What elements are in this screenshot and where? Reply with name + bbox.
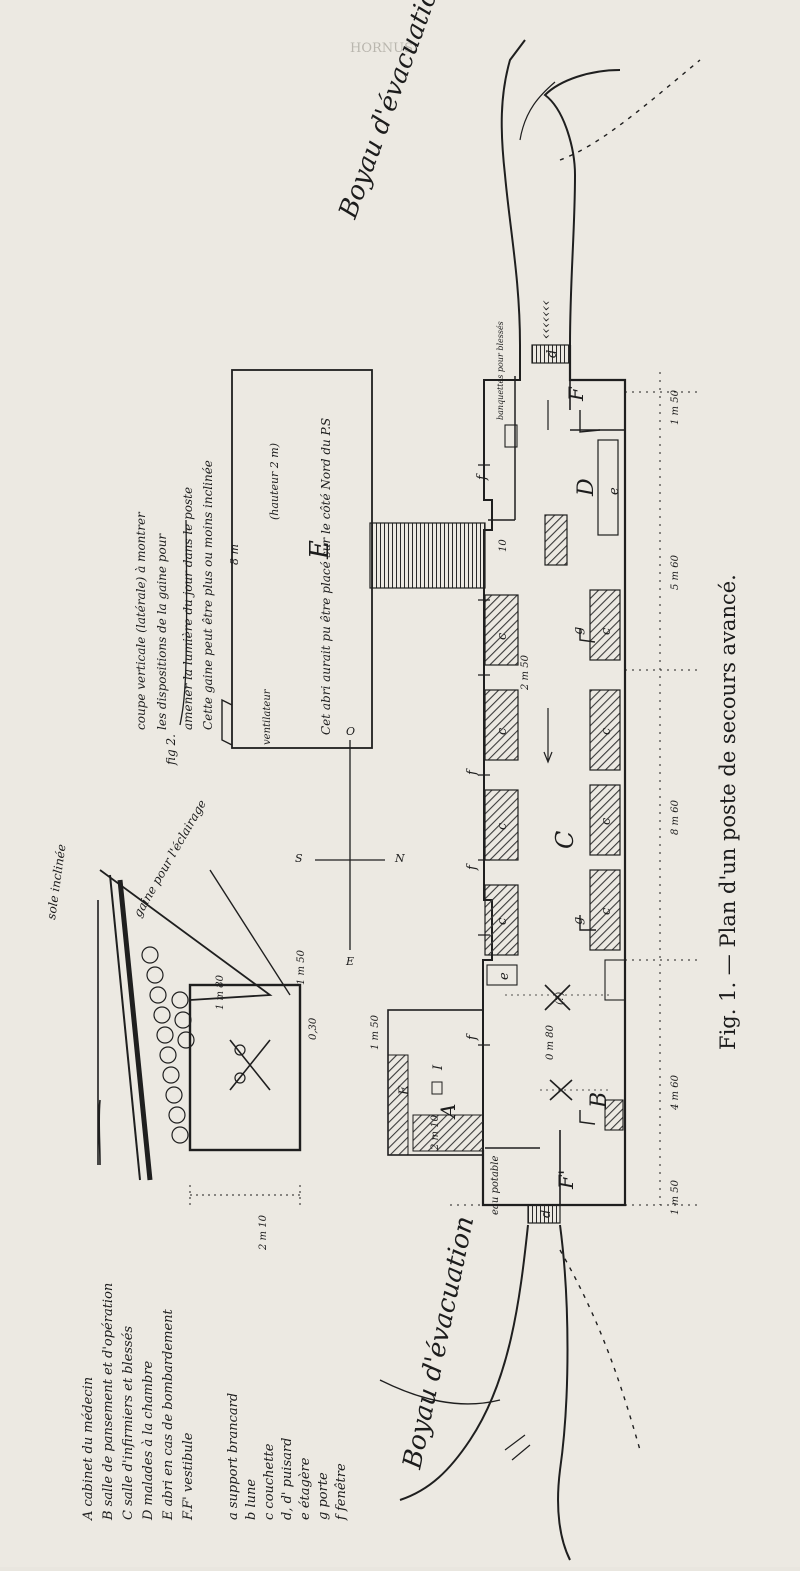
- legend-furniture-a: a support brancard: [226, 1393, 241, 1520]
- abri-note-line: Cet abri aurait pu être placé sur le côt…: [319, 418, 333, 735]
- boyau-bottom-label: Boyau d'évacuation: [397, 1214, 480, 1473]
- compass-O: O: [346, 725, 355, 738]
- legend-furniture-d: d, d' puisard: [280, 1438, 295, 1520]
- abri-height: (hauteur 2 m): [268, 443, 281, 520]
- note-bancs: banquettes pour blessés: [496, 321, 505, 420]
- legend-room-D: D malades à la chambre: [141, 1360, 156, 1521]
- fig2-line-3: amener la lumière du jour dans le poste: [181, 487, 195, 730]
- section-figure: gaine pour l'éclairage sole inclinée: [44, 797, 302, 1205]
- fig2-line-4: Cette gaine peut être plus ou moins incl…: [201, 460, 215, 730]
- floor-plan: ›››››››: [369, 300, 700, 1224]
- furniture-c-4: c: [495, 917, 510, 925]
- dim-12: 1 m 50: [670, 389, 681, 425]
- compass-S: S: [295, 852, 303, 865]
- legend-furniture: a support brancard b lune c couchette d,…: [226, 1393, 349, 1521]
- fig2-label: fig 2.: [164, 734, 178, 766]
- legend-furniture-b: b lune: [244, 1479, 259, 1520]
- legend: A cabinet du médecin B salle de pansemen…: [81, 1283, 349, 1521]
- furniture-labels: c c c c c c c c e e d d E I g g f f f f: [397, 350, 622, 1218]
- room-labels: A B C D F F' E: [305, 386, 612, 1190]
- legend-room-E: E abri en cas de bombardement: [161, 1308, 176, 1521]
- dimension-labels: 1 m 50 0,30 1 m 80 2 m 10 1 m 50 2 m 10 …: [215, 389, 681, 1251]
- furniture-c-2: c: [495, 727, 510, 735]
- furniture-d: d: [545, 350, 560, 358]
- page-header: HORNUS.: [350, 41, 417, 56]
- legend-furniture-f: f fenêtre: [334, 1463, 349, 1521]
- dim-3: 1 m 80: [215, 974, 226, 1010]
- furniture-E-small: E: [397, 1085, 412, 1096]
- room-label-F-prime: F': [554, 1170, 578, 1190]
- compass-N: N: [394, 852, 405, 865]
- sole-label: sole inclinée: [44, 843, 68, 920]
- legend-furniture-c: c couchette: [262, 1443, 277, 1520]
- dim-1: 1 m 50: [370, 1014, 381, 1050]
- furniture-g-1: g: [571, 917, 586, 925]
- furniture-e-1: e: [497, 972, 512, 980]
- furniture-f-1: f: [475, 473, 490, 481]
- room-label-A: A: [436, 1104, 460, 1120]
- fig2-line-1: coupe verticale (latérale) à montrer: [134, 511, 148, 730]
- furniture-c-6: c: [599, 727, 614, 735]
- furniture-c-8: c: [599, 907, 614, 915]
- dim-2: 0,30: [308, 1017, 319, 1040]
- fig2-line-2: les dispositions de la gaine pour: [155, 533, 169, 730]
- furniture-f-2: f: [465, 768, 480, 776]
- dim-5: 1 m 50: [296, 949, 307, 985]
- dim-13: 1 m 50: [670, 1179, 681, 1215]
- room-label-C: C: [551, 831, 579, 849]
- furniture-c-1: c: [495, 632, 510, 640]
- room-label-E: E: [305, 540, 335, 560]
- furniture-f-3: f: [465, 863, 480, 871]
- room-label-F: F: [564, 386, 588, 402]
- furniture-c-3: c: [495, 822, 510, 830]
- note-eau-potable: eau potable: [490, 1155, 501, 1215]
- legend-room-F: F.F' vestibule: [181, 1432, 196, 1521]
- furniture-g-2: g: [571, 627, 586, 635]
- furniture-d-prime: d: [539, 1210, 554, 1218]
- figure-caption: Fig. 1. — Plan d'un poste de secours ava…: [716, 574, 740, 1050]
- abri-length: 8 m: [228, 544, 241, 565]
- legend-room-C: C salle d'infirmiers et blessés: [121, 1326, 136, 1520]
- dim-6: 2 m 10: [430, 1114, 441, 1151]
- compass-E: E: [345, 955, 354, 968]
- legend-rooms: A cabinet du médecin B salle de pansemen…: [81, 1283, 196, 1521]
- note-ventilateur: ventilateur: [262, 688, 273, 745]
- furniture-c-5: c: [599, 627, 614, 635]
- gaine-label: gaine pour l'éclairage: [130, 797, 209, 919]
- boyau-bottom: Boyau d'évacuation: [379, 1214, 641, 1561]
- abri-E: 8 m (hauteur 2 m) Cet abri aurait pu êtr…: [221, 369, 373, 749]
- legend-room-B: B salle de pansement et d'opération: [101, 1283, 116, 1521]
- room-notes: eau potable banquettes pour blessés vent…: [262, 321, 505, 1215]
- dim-15: (?): [555, 992, 566, 1005]
- furniture-I: I: [431, 1064, 446, 1071]
- dim-10: 5 m 60: [670, 554, 681, 590]
- dim-9: 8 m 60: [670, 799, 681, 835]
- furniture-e-2: e: [607, 487, 622, 495]
- section-notes: fig 2. coupe verticale (latérale) à mont…: [134, 460, 215, 766]
- room-label-D: D: [574, 478, 599, 497]
- dim-14: 10: [498, 539, 509, 552]
- furniture-f-4: f: [465, 1033, 480, 1041]
- furniture-c-7: c: [599, 817, 614, 825]
- compass: S N E O: [295, 725, 405, 968]
- legend-furniture-g: g porte: [316, 1472, 331, 1520]
- svg-text:›››››››: ›››››››: [538, 300, 554, 339]
- legend-furniture-e: e étagère: [298, 1457, 313, 1520]
- dim-4: 2 m 10: [258, 1214, 269, 1251]
- dim-7: 0 m 80: [545, 1024, 556, 1060]
- boyau-top-label: Boyau d'évacuation: [333, 0, 450, 223]
- dim-11: 2 m 50: [520, 654, 531, 691]
- legend-room-A: A cabinet du médecin: [81, 1377, 96, 1521]
- dim-8: 4 m 60: [670, 1074, 681, 1111]
- room-label-B: B: [587, 1092, 612, 1109]
- logs-stack: [141, 946, 195, 1144]
